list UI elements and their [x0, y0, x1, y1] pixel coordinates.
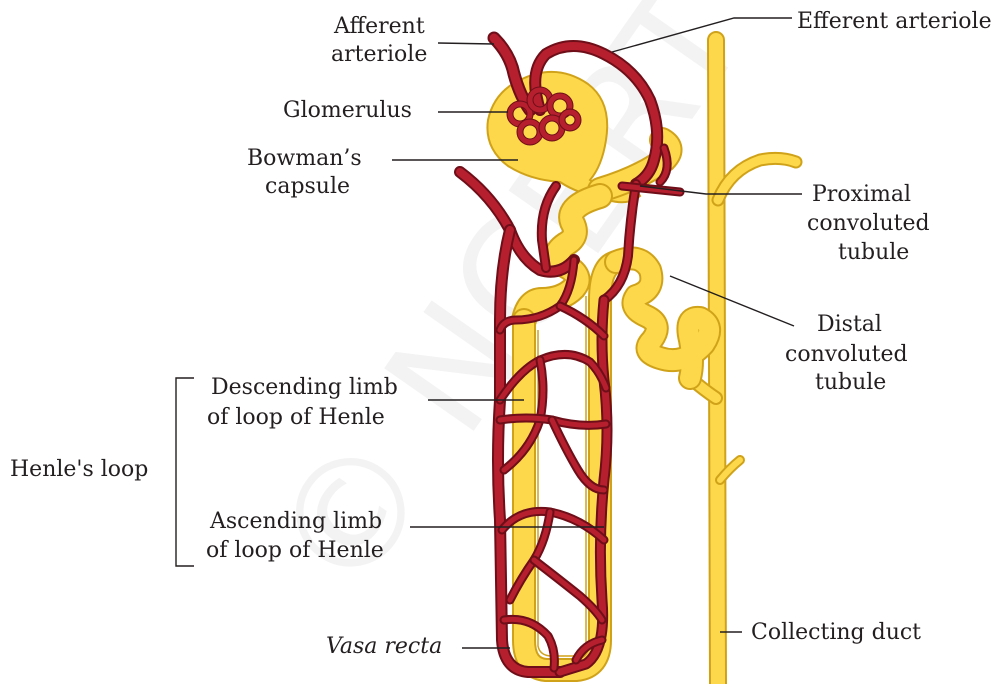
- label-descending-line2: of loop of Henle: [207, 405, 385, 430]
- label-ascending-line1: Ascending limb: [209, 509, 382, 534]
- label-descending-line1: Descending limb: [211, 375, 398, 400]
- label-distal-line3: tubule: [815, 370, 886, 395]
- label-distal-line1: Distal: [817, 312, 882, 337]
- label-proximal-line2: convoluted: [807, 211, 930, 236]
- label-proximal-line1: Proximal: [812, 182, 911, 207]
- label-afferent-line1: Afferent: [333, 14, 425, 39]
- label-bowmans-line1: Bowman’s: [247, 146, 362, 171]
- label-efferent-arteriole: Efferent arteriole: [797, 9, 992, 34]
- label-henles-loop: Henle's loop: [10, 457, 148, 482]
- label-bowmans-line2: capsule: [265, 174, 350, 199]
- label-vasa-recta: Vasa recta: [326, 634, 442, 659]
- label-distal-line2: convoluted: [785, 342, 908, 367]
- label-ascending-line2: of loop of Henle: [206, 538, 384, 563]
- label-afferent-line2: arteriole: [331, 42, 427, 67]
- label-proximal-line3: tubule: [838, 240, 909, 265]
- label-glomerulus: Glomerulus: [283, 98, 412, 123]
- label-collecting-duct: Collecting duct: [751, 620, 921, 645]
